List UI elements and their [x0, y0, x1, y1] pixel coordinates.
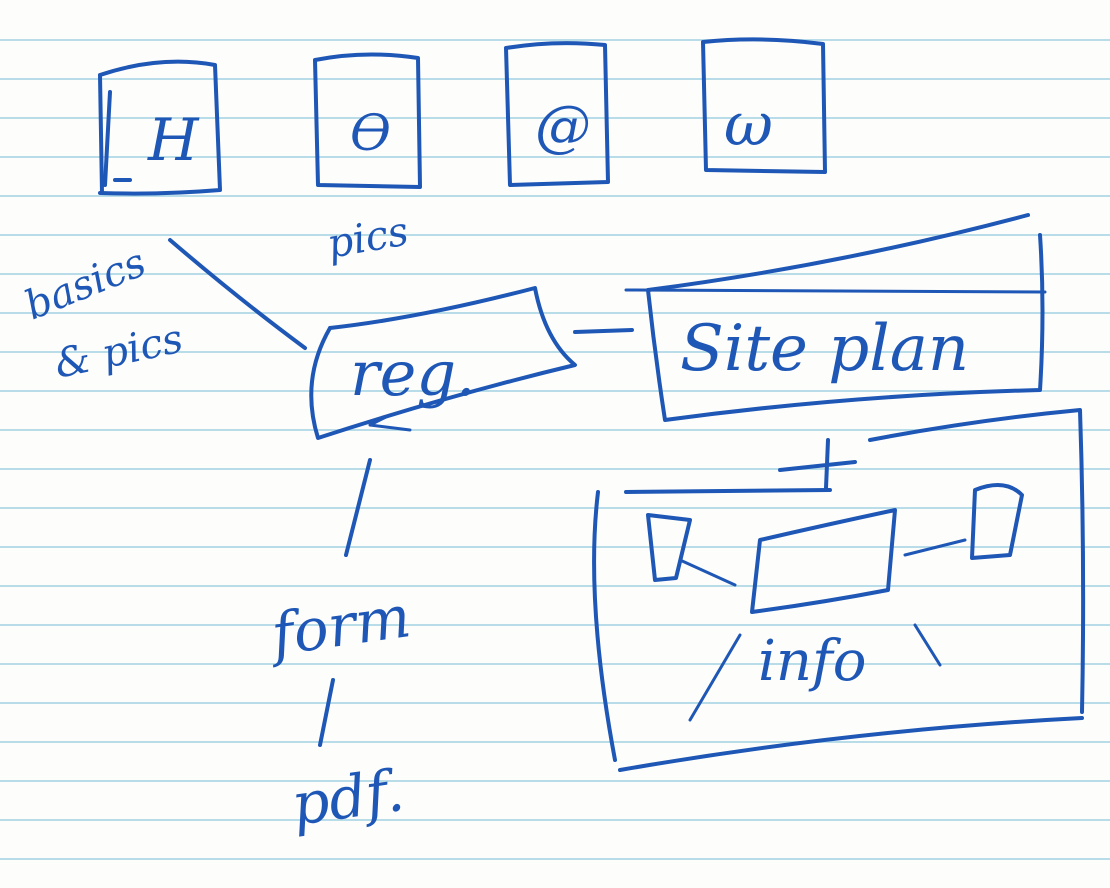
- pics-label: pics: [324, 208, 412, 267]
- connector-left-thumb: [678, 558, 737, 587]
- thumbnail-pics-page: ϴ: [313, 52, 422, 189]
- thumbnail-pics-glyph: ϴ: [350, 104, 391, 162]
- left-thumb-icon: [646, 513, 692, 582]
- connector-siteplan-to-info: [778, 438, 857, 490]
- form-label: form: [264, 582, 415, 669]
- pdf-label: pdf.: [287, 756, 407, 839]
- info-label: info: [758, 629, 866, 694]
- connector-right-thumb: [903, 538, 967, 557]
- site-plan-page: Site plan: [624, 213, 1047, 422]
- info-box: [750, 508, 897, 614]
- site-plan-label: Site plan: [680, 312, 969, 386]
- and-pics-label: & pics: [51, 316, 187, 388]
- connector-reg-to-siteplan: [573, 328, 634, 334]
- basics-label: basics: [19, 240, 153, 330]
- thumbnail-at-glyph: @: [535, 94, 591, 159]
- thumbnail-h-glyph: H: [147, 106, 200, 174]
- connector-reg-to-form: [344, 458, 372, 557]
- thumbnail-at-page: @: [504, 41, 610, 187]
- reg-page: reg.: [309, 286, 577, 440]
- info-page: info: [592, 408, 1086, 772]
- connector-reg-to-home: [168, 238, 307, 350]
- reg-label: reg.: [350, 337, 476, 410]
- thumbnail-omega-page: ω: [701, 37, 827, 174]
- reg-arrow-icon: [368, 413, 412, 432]
- right-thumb-icon: [970, 483, 1024, 560]
- connector-form-to-pdf: [318, 678, 335, 747]
- thumbnail-h-page: H: [98, 59, 222, 196]
- thumbnail-omega-glyph: ω: [724, 90, 773, 160]
